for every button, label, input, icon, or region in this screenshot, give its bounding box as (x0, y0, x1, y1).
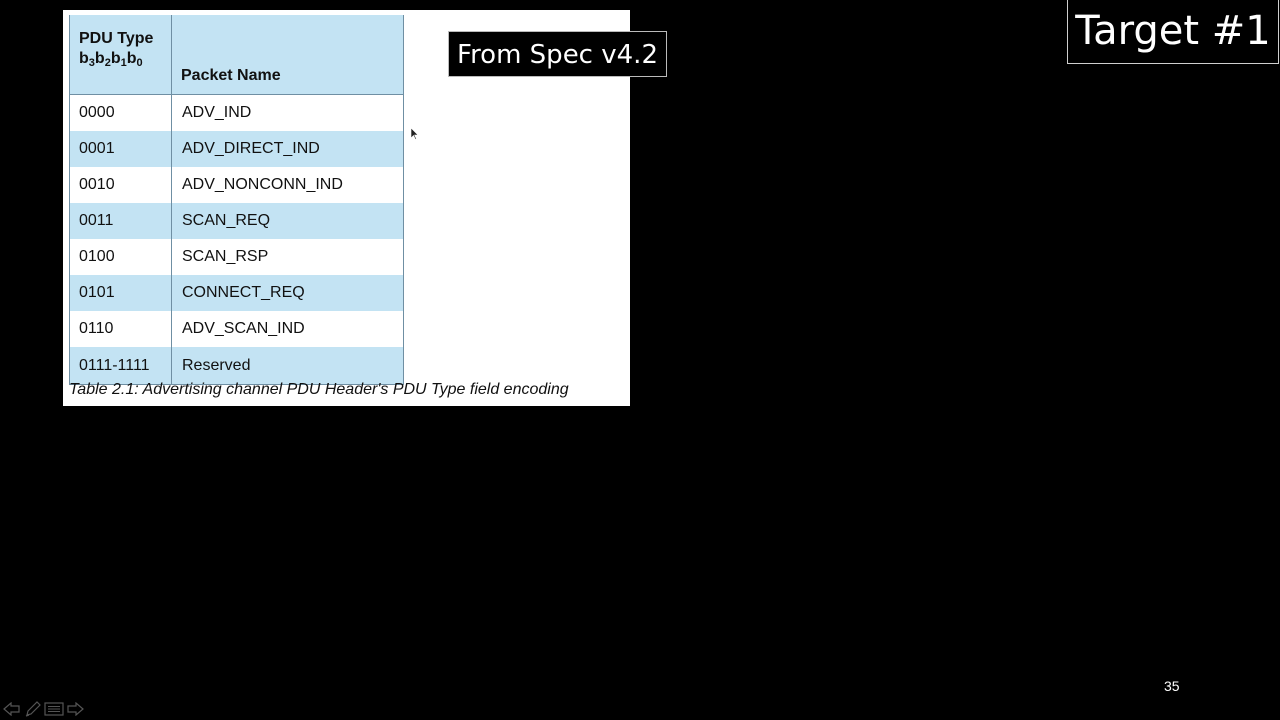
pdu-code-cell: 0000 (69, 94, 172, 131)
packet-name-cell: SCAN_RSP (171, 239, 404, 275)
table-row: 0010 ADV_NONCONN_IND (69, 167, 404, 203)
table-caption: Table 2.1: Advertising channel PDU Heade… (69, 381, 569, 398)
table-row: 0100 SCAN_RSP (69, 239, 404, 275)
target-title: Target #1 (1067, 0, 1279, 64)
header-pdu-type-label: PDU Type (79, 30, 154, 47)
pdu-code-cell: 0010 (69, 167, 172, 203)
table-row: 0101 CONNECT_REQ (69, 275, 404, 311)
slide-page-number: 35 (1164, 678, 1180, 694)
pdu-code-cell: 0100 (69, 239, 172, 275)
table-row: 0110 ADV_SCAN_IND (69, 311, 404, 347)
header-packet-name: Packet Name (171, 15, 404, 95)
packet-name-cell: CONNECT_REQ (171, 275, 404, 311)
pdu-code-cell: 0001 (69, 131, 172, 167)
packet-name-cell: ADV_IND (171, 94, 404, 131)
packet-name-cell: SCAN_REQ (171, 203, 404, 239)
pdu-code-cell: 0110 (69, 311, 172, 347)
packet-name-cell: Reserved (171, 347, 404, 385)
table-header-row: PDU Type b3b2b1b0 Packet Name (69, 15, 404, 95)
next-arrow-icon[interactable] (65, 700, 85, 718)
pdu-code-cell: 0111-1111 (69, 347, 172, 385)
pdu-code-cell: 0011 (69, 203, 172, 239)
table-row: 0001 ADV_DIRECT_IND (69, 131, 404, 167)
spec-version-badge: From Spec v4.2 (448, 31, 667, 77)
prev-arrow-icon[interactable] (2, 700, 22, 718)
packet-name-cell: ADV_NONCONN_IND (171, 167, 404, 203)
pen-icon[interactable] (23, 700, 43, 718)
menu-icon[interactable] (44, 700, 64, 718)
pdu-type-table: PDU Type b3b2b1b0 Packet Name 0000 ADV_I… (69, 15, 404, 385)
packet-name-cell: ADV_DIRECT_IND (171, 131, 404, 167)
header-bit-labels: b3b2b1b0 (79, 50, 143, 69)
table-row: 0000 ADV_IND (69, 94, 404, 131)
table-row: 0111-1111 Reserved (69, 347, 404, 385)
slideshow-nav-controls (2, 700, 85, 718)
header-pdu-type: PDU Type b3b2b1b0 (69, 15, 172, 95)
packet-name-cell: ADV_SCAN_IND (171, 311, 404, 347)
pdu-code-cell: 0101 (69, 275, 172, 311)
table-row: 0011 SCAN_REQ (69, 203, 404, 239)
